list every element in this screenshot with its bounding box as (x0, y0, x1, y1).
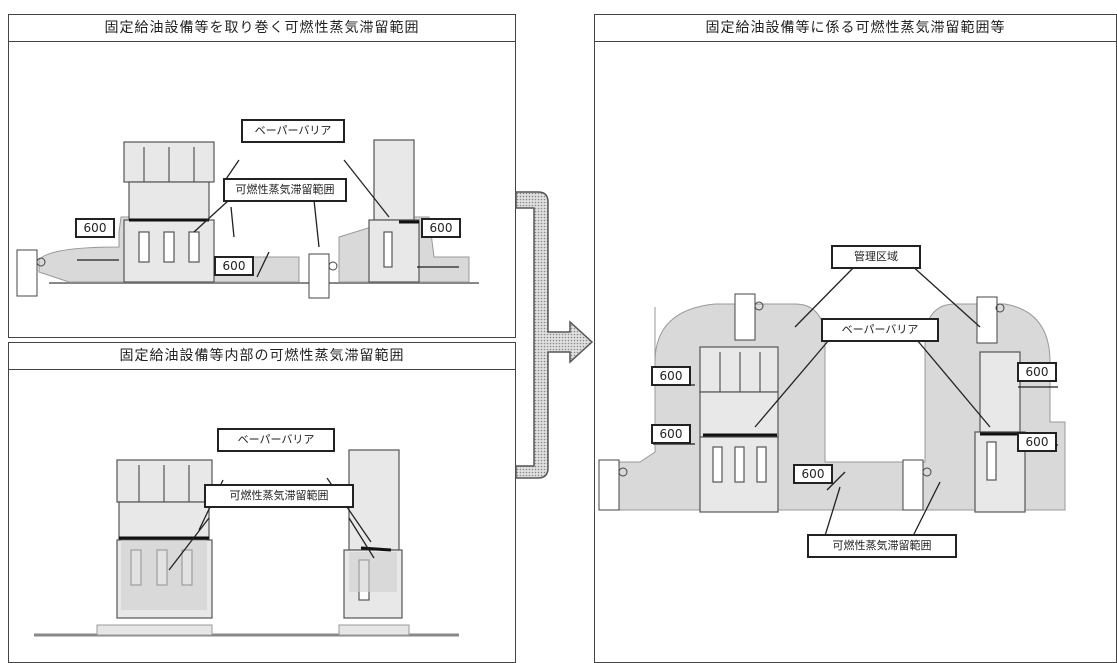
panel-title: 固定給油設備等を取り巻く可燃性蒸気滞留範囲 (9, 15, 515, 42)
vapor-barrier-line-right (360, 546, 392, 552)
side-unit-upper-right (976, 296, 998, 344)
base-right (338, 624, 410, 636)
panel-title: 固定給油設備等に係る可燃性蒸気滞留範囲等 (595, 15, 1116, 42)
vapor-zone-callout: 可燃性蒸気滞留範囲 (807, 534, 957, 558)
dimension-label: 600 (214, 256, 254, 276)
internal-vapor-zone (121, 540, 207, 610)
side-unit-left (16, 249, 38, 297)
management-zone-callout: 管理区域 (831, 245, 921, 269)
dimension-label: 600 (1017, 432, 1057, 452)
side-unit-right (308, 253, 330, 299)
dispenser-left (123, 141, 215, 283)
side-unit-upper-left (734, 293, 756, 341)
internal-zone-diagram (34, 449, 459, 637)
side-unit-lower-left (598, 459, 620, 511)
dispenser-right (974, 351, 1026, 513)
panel-combined-vapor-zone: 固定給油設備等に係る可燃性蒸気滞留範囲等 (594, 14, 1117, 663)
internal-vapor-zone-right (349, 552, 397, 592)
dimension-label: 600 (651, 366, 691, 386)
dimension-label: 600 (421, 218, 461, 238)
vapor-zone-callout: 可燃性蒸気滞留範囲 (204, 484, 354, 508)
side-unit-lower-right (902, 459, 924, 511)
panel-internal-vapor-zone: 固定給油設備等内部の可燃性蒸気滞留範囲 (8, 342, 516, 663)
dispenser-left (699, 346, 779, 513)
dimension-label: 600 (1017, 362, 1057, 382)
vapor-zone-callout: 可燃性蒸気滞留範囲 (223, 178, 347, 202)
vapor-barrier-callout: ベーパーバリア (217, 428, 335, 452)
vapor-barrier-callout: ベーパーバリア (241, 119, 345, 143)
dimension-arrows (77, 251, 459, 278)
dimension-label: 600 (75, 218, 115, 238)
panel-external-vapor-zone: 固定給油設備等を取り巻く可燃性蒸気滞留範囲 (8, 14, 516, 338)
base-left (96, 624, 213, 636)
vapor-barrier-callout: ベーパーバリア (821, 318, 939, 342)
panel-title: 固定給油設備等内部の可燃性蒸気滞留範囲 (9, 343, 515, 370)
dimension-label: 600 (793, 464, 833, 484)
combined-zone-diagram (598, 263, 1066, 553)
dimension-label: 600 (651, 424, 691, 444)
